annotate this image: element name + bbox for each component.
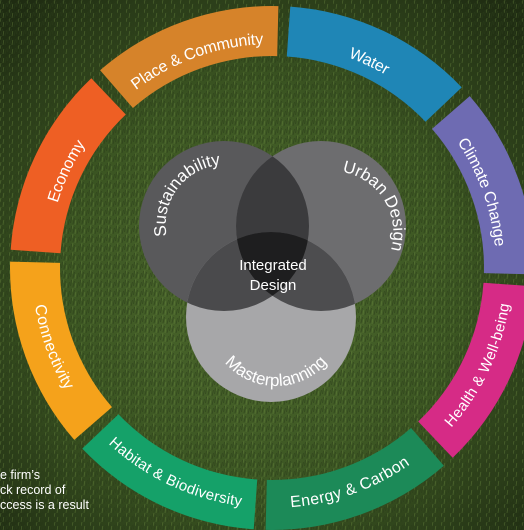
ring-segment [82, 414, 258, 530]
body-text: e firm’s ck record of ccess is a result [0, 468, 140, 513]
ring-segment [10, 78, 126, 254]
body-text-line: ck record of [0, 483, 66, 497]
venn-overlap-left [186, 232, 309, 311]
ring-segment [265, 427, 444, 530]
ring-segment [431, 96, 524, 275]
ring-segment [100, 6, 279, 109]
label-integrated-design-line1: Integrated [239, 257, 307, 274]
ring-segment [9, 261, 113, 440]
label-integrated-design-line2: Design [250, 277, 297, 294]
ring-segment [418, 282, 524, 458]
body-text-line: e firm’s [0, 468, 41, 482]
venn-overlap-right [236, 232, 356, 311]
ring-segment [286, 6, 462, 122]
body-text-line: ccess is a result [0, 498, 89, 512]
venn-diagram [139, 141, 406, 402]
